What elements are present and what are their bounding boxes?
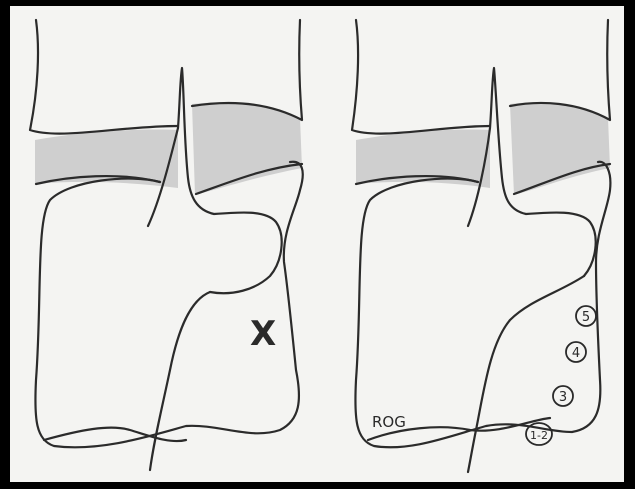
left-x-marker: X [250, 314, 276, 354]
label-1-2-text: 1-2 [530, 429, 548, 442]
label-4-text: 4 [572, 346, 580, 361]
paper-background [10, 6, 624, 482]
label-3-text: 3 [559, 390, 567, 405]
label-5-text: 5 [582, 310, 590, 325]
label-rog: ROG [372, 413, 406, 431]
